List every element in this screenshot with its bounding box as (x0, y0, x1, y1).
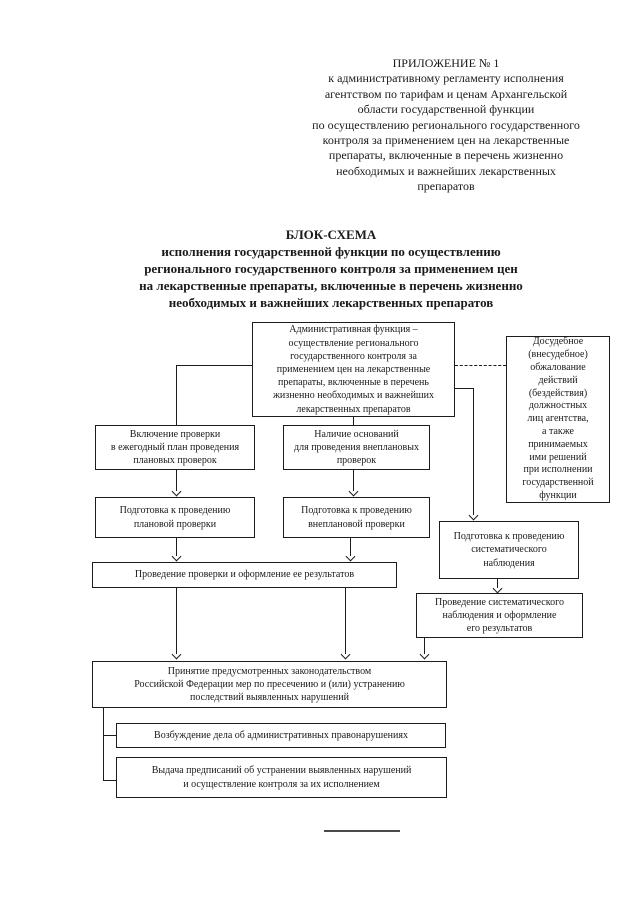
connector-measures-bracket-v (103, 708, 104, 780)
arrow-down-icon (171, 649, 182, 660)
flow-box-case-initiation: Возбуждение дела об административных пра… (116, 723, 446, 748)
flow-box-case-initiation-text: Возбуждение дела об административных пра… (154, 729, 408, 741)
connector-admin-to-grounds (353, 417, 354, 425)
flow-box-inspection-text: Проведение проверки и оформление ее резу… (134, 569, 355, 581)
arrow-down-icon (345, 551, 356, 562)
connector-admin-to-plan-h (176, 365, 252, 366)
connector-systematic-conduct-to-measures (424, 638, 425, 654)
arrow-down-icon (171, 486, 182, 497)
connector-admin-to-systematic-h (455, 388, 473, 389)
flow-box-prescriptions: Выдача предписаний об устранении выявлен… (116, 757, 447, 798)
arrow-down-icon (419, 649, 430, 660)
connector-planned-prep-to-inspection (176, 538, 177, 556)
connector-unscheduled-prep-to-inspection (350, 538, 351, 556)
connector-systematic-prep-to-conduct (497, 579, 498, 588)
connector-plan-to-planned-prep (176, 470, 177, 491)
arrow-down-icon (340, 649, 351, 660)
flow-box-admin-function: Административная функция –осуществление … (252, 322, 455, 417)
arrow-down-icon (492, 583, 503, 594)
flow-box-admin-function-text: Административная функция –осуществление … (272, 324, 434, 415)
arrow-down-icon (468, 510, 479, 521)
connector-admin-to-plan-v (176, 365, 177, 425)
connector-admin-to-appeal-dashed (455, 365, 506, 366)
flow-box-measures-text: Принятие предусмотренных законодательств… (134, 665, 405, 704)
flow-box-inspection: Проведение проверки и оформление ее резу… (92, 562, 397, 588)
arrow-down-icon (171, 551, 182, 562)
connector-bracket-to-prescriptions (103, 780, 116, 781)
arrow-down-icon (348, 486, 359, 497)
connector-inspection-to-measures-left (176, 588, 177, 654)
footer-rule (324, 830, 400, 832)
flow-box-measures: Принятие предусмотренных законодательств… (92, 661, 447, 708)
flow-box-prescriptions-text: Выдача предписаний об устранении выявлен… (151, 765, 412, 790)
connector-admin-to-systematic-v (473, 388, 474, 515)
connector-grounds-to-unscheduled-prep (353, 470, 354, 491)
connector-bracket-to-case-initiation (103, 735, 116, 736)
connector-inspection-to-measures-right (345, 588, 346, 654)
